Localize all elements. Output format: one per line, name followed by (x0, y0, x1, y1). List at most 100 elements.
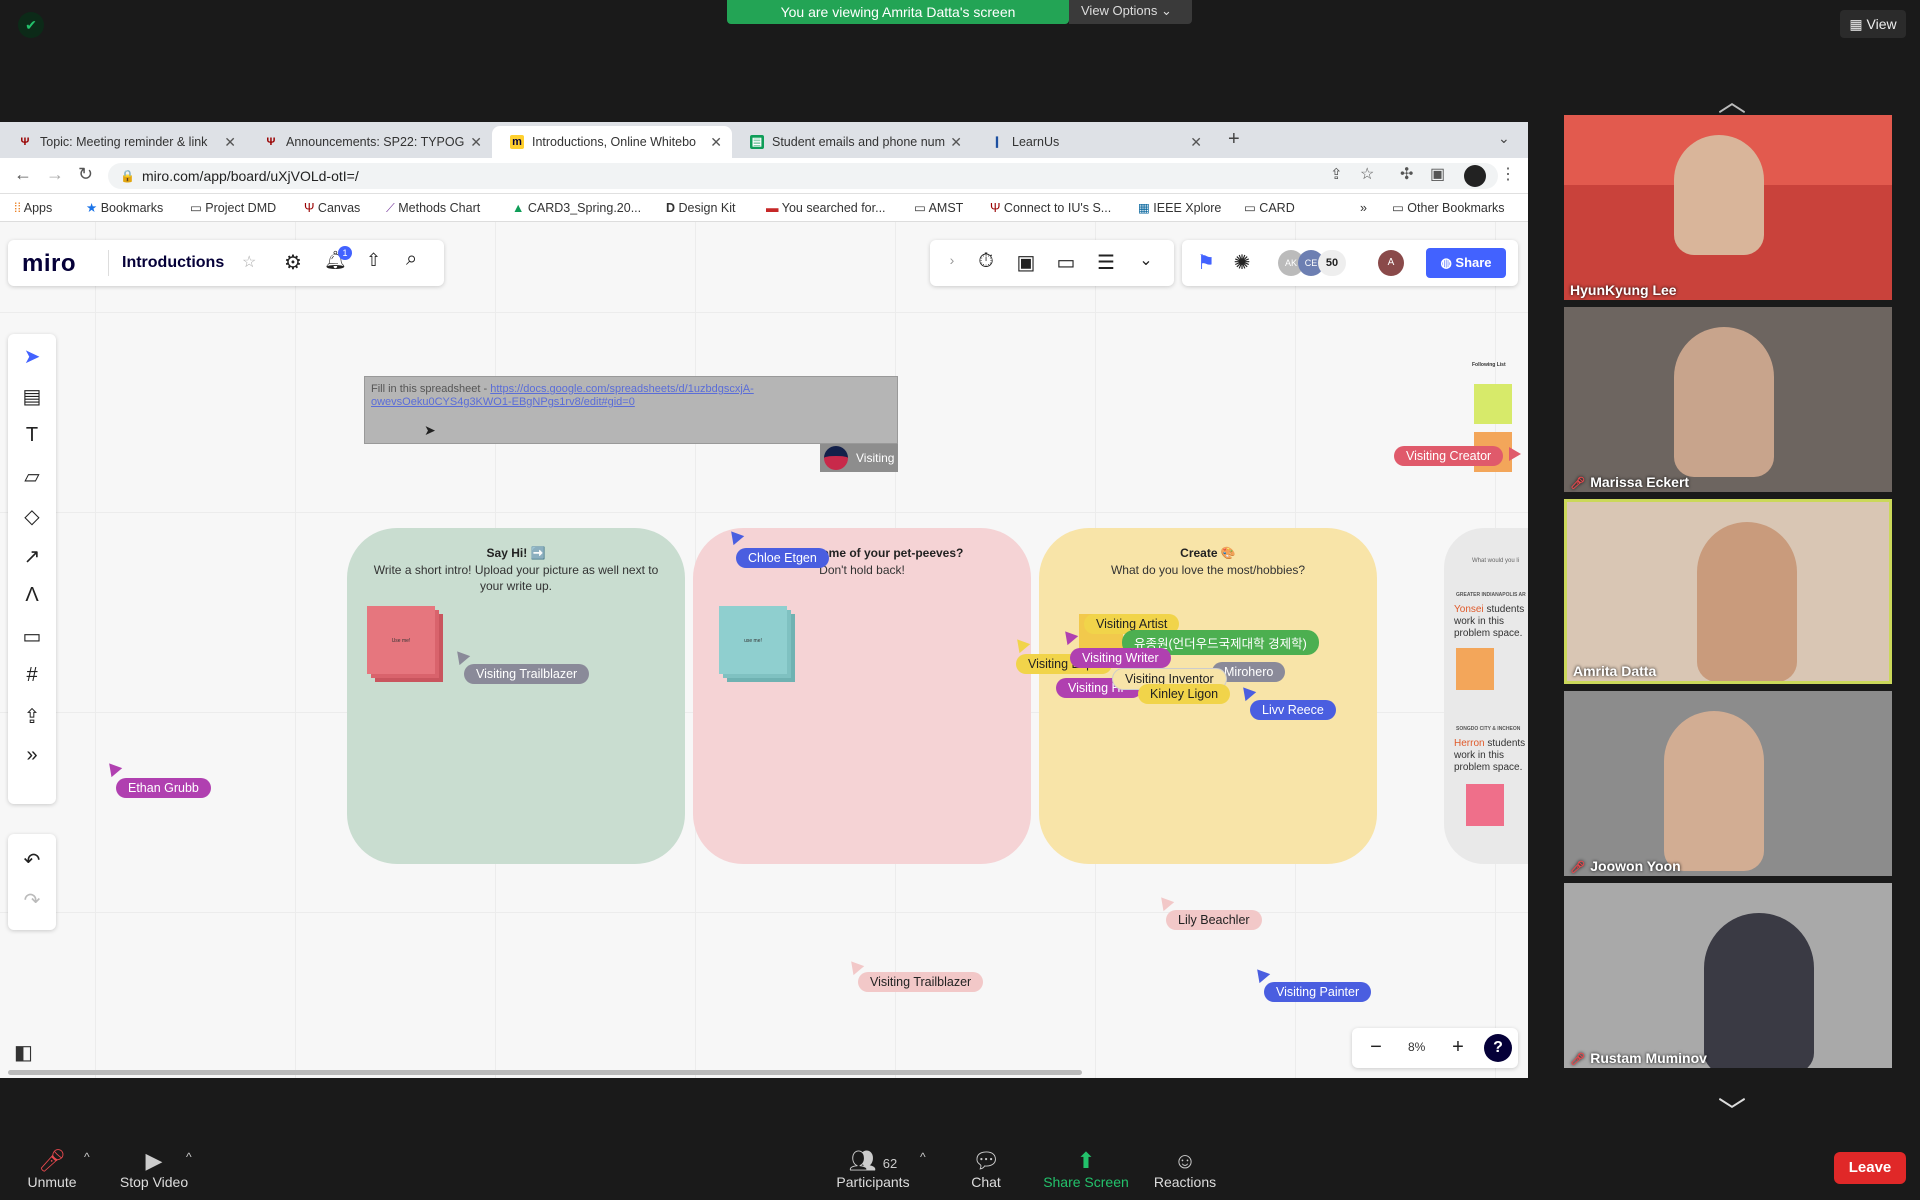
frame-icon[interactable]: # (26, 664, 38, 686)
new-tab-plus-icon[interactable]: + (1228, 128, 1240, 150)
close-tab-icon[interactable]: ✕ (1190, 134, 1202, 150)
reactions-button[interactable]: ☺Reactions (1148, 1148, 1222, 1190)
url-field[interactable]: 🔒miro.com/app/board/uXjVOLd-otI=/ (108, 163, 1498, 189)
reactions-icon[interactable]: ⚑ (1197, 252, 1215, 274)
close-tab-icon[interactable]: ✕ (710, 134, 722, 150)
redo-icon[interactable]: ↷ (23, 890, 41, 912)
spreadsheet-link[interactable]: https://docs.google.com/spreadsheets/d/1… (371, 383, 754, 408)
star-icon[interactable]: ☆ (242, 254, 257, 271)
back-arrow-icon[interactable]: ← (14, 164, 32, 184)
gallery-up-chevron-icon[interactable]: ︿ (1718, 86, 1747, 117)
bookmark-apps[interactable]: ⁞⁞ Apps (14, 201, 53, 215)
templates-icon[interactable]: ▤ (22, 386, 42, 408)
sticky-note[interactable] (1466, 784, 1504, 826)
shapes-icon[interactable]: ◇ (24, 506, 40, 528)
close-tab-icon[interactable]: ✕ (950, 134, 962, 150)
settings-gear-icon[interactable]: ⚙ (284, 252, 302, 274)
bookmark-canvas[interactable]: Ψ Canvas (304, 201, 361, 215)
gallery-down-chevron-icon[interactable]: ﹀ (1718, 1096, 1747, 1127)
view-button[interactable]: ▦ View (1840, 10, 1906, 38)
pen-icon[interactable]: Λ (25, 584, 39, 606)
frame-say-hi[interactable]: Say Hi! ➡️ Write a short intro! Upload y… (347, 528, 685, 864)
close-tab-icon[interactable]: ✕ (470, 134, 482, 150)
sticky-note[interactable] (1474, 384, 1512, 424)
participant-tile[interactable]: HyunKyung Lee (1564, 115, 1892, 300)
text-icon[interactable]: T (25, 424, 39, 446)
leave-button[interactable]: Leave (1834, 1152, 1906, 1184)
spreadsheet-link-card[interactable]: Fill in this spreadsheet - https://docs.… (364, 376, 898, 444)
board-name[interactable]: Introductions (122, 254, 225, 271)
more-tools-chevron-icon[interactable]: ⌄ (1139, 252, 1153, 269)
profile-avatar[interactable] (1464, 165, 1486, 187)
bookmark-you-searched[interactable]: ▬ You searched for... (766, 201, 886, 215)
bookmark-bookmarks[interactable]: ★ Bookmarks (86, 201, 164, 215)
participant-tile[interactable]: 🎤︎Rustam Muminov (1564, 883, 1892, 1068)
collapse-chevron-icon[interactable]: › (949, 252, 955, 268)
extensions-puzzle-icon[interactable]: ✣ (1400, 166, 1414, 183)
notes-icon[interactable]: ☰ (1097, 252, 1115, 274)
timer-icon[interactable]: ⏱ (978, 250, 994, 272)
zoom-level[interactable]: 8% (1408, 1040, 1426, 1054)
bookmark-card3[interactable]: ▲ CARD3_Spring.20... (512, 201, 642, 215)
close-tab-icon[interactable]: ✕ (224, 134, 236, 150)
zoom-in-icon[interactable]: + (1452, 1036, 1464, 1058)
video-options-caret-icon[interactable]: ^ (186, 1150, 192, 1164)
stop-video-button[interactable]: ▶Stop Video (112, 1148, 196, 1190)
upload-icon[interactable]: ⇪ (23, 706, 41, 728)
share-page-icon[interactable]: ⇪ (1330, 166, 1343, 183)
tab-learnus[interactable]: ❙LearnUs✕ (972, 126, 1212, 158)
participant-tile[interactable]: 🎤︎Joowon Yoon (1564, 691, 1892, 876)
bookmark-amst[interactable]: ▭ AMST (914, 201, 964, 215)
miro-logo[interactable]: miro (22, 250, 77, 277)
user-avatar[interactable]: A (1378, 250, 1404, 276)
bookmark-methods-chart[interactable]: ⟋ Methods Chart (386, 201, 481, 215)
forward-arrow-icon[interactable]: → (46, 164, 64, 184)
voting-icon[interactable]: ▣ (1016, 252, 1036, 274)
view-options-button[interactable]: View Options ⌄ (1069, 0, 1192, 24)
bookmark-card[interactable]: ▭ CARD (1244, 201, 1295, 215)
tab-student-emails[interactable]: ▤Student emails and phone num✕ (732, 126, 972, 158)
reload-icon[interactable]: ↻ (78, 164, 94, 184)
share-button[interactable]: ◍ Share (1426, 248, 1506, 278)
presentation-icon[interactable]: ▭ (1056, 252, 1076, 274)
connector-line-icon[interactable]: ↗ (23, 546, 41, 568)
participant-tile[interactable]: 🎤︎Marissa Eckert (1564, 307, 1892, 492)
undo-icon[interactable]: ↶ (23, 850, 41, 872)
bookmark-project-dmd[interactable]: ▭ Project DMD (190, 201, 277, 215)
sticky-note[interactable] (1456, 648, 1494, 690)
board-panel-toggle-icon[interactable]: ◧ (14, 1042, 33, 1064)
sticky-note-icon[interactable]: ▱ (24, 466, 40, 488)
share-screen-button[interactable]: ⬆Share Screen (1038, 1148, 1134, 1190)
bookmark-star-icon[interactable]: ☆ (1360, 166, 1375, 183)
tab-search-chevron-icon[interactable]: ⌄ (1498, 130, 1510, 146)
frame-problem-space[interactable]: What would you li GREATER INDIANAPOLIS A… (1444, 528, 1528, 864)
frame-pet-peeves[interactable]: What are some of your pet-peeves? Don't … (693, 528, 1031, 864)
menu-kebab-icon[interactable]: ⋮ (1500, 166, 1516, 183)
comment-icon[interactable]: ▭ (22, 626, 42, 648)
select-cursor-icon[interactable]: ➤ (23, 346, 41, 368)
miro-board-canvas[interactable]: miro Introductions ☆ ⚙ 🔔︎ 1 ⇧ ⌕ › ⏱ ▣ ▭ … (0, 222, 1528, 1078)
bookmark-ieee-xplore[interactable]: ▦ IEEE Xplore (1138, 201, 1222, 215)
security-shield-icon[interactable]: ✔ (18, 12, 44, 38)
unmute-button[interactable]: 🎤︎Unmute (22, 1148, 82, 1190)
horizontal-scrollbar[interactable] (8, 1070, 1082, 1075)
bookmark-connect-iu[interactable]: Ψ Connect to IU's S... (990, 201, 1112, 215)
more-apps-icon[interactable]: » (26, 744, 38, 766)
participant-tile-active-speaker[interactable]: Amrita Datta (1564, 499, 1892, 684)
celebrate-icon[interactable]: ✺ (1233, 252, 1251, 274)
bookmark-other[interactable]: ▭ Other Bookmarks (1392, 201, 1505, 215)
sticky-note[interactable]: use me! (719, 606, 787, 674)
chat-button[interactable]: 💬︎Chat (956, 1148, 1016, 1190)
collaborator-count[interactable]: 50 (1318, 250, 1346, 276)
participants-caret-icon[interactable]: ^ (920, 1150, 926, 1164)
help-icon[interactable]: ? (1484, 1034, 1512, 1062)
sticky-note[interactable]: Use me! (367, 606, 435, 674)
side-panel-icon[interactable]: ▣ (1430, 166, 1446, 183)
bookmark-design-kit[interactable]: D Design Kit (666, 201, 736, 215)
bookmarks-overflow[interactable]: » (1360, 201, 1367, 215)
audio-options-caret-icon[interactable]: ^ (84, 1150, 90, 1164)
